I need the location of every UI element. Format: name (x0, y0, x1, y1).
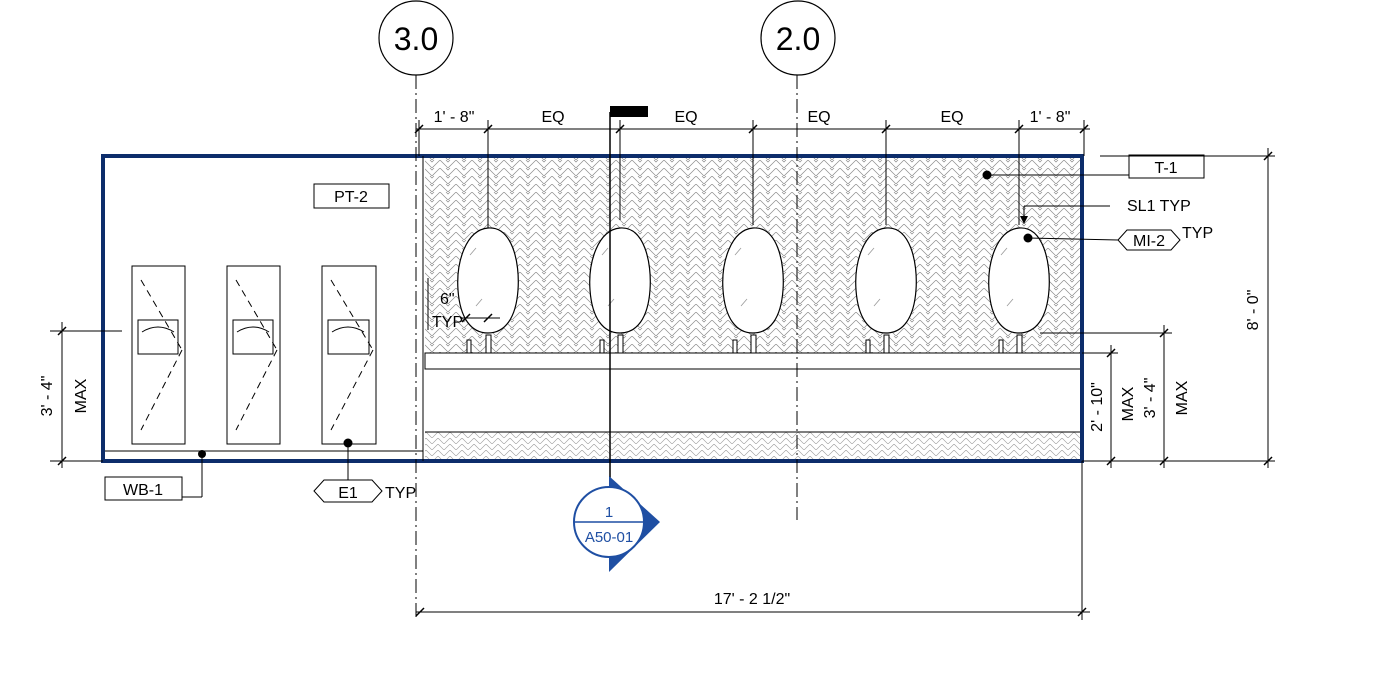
right-dimensions: 8' - 0" 3' - 4" MAX 2' - 10" MAX (1040, 148, 1275, 468)
tag-e: E1 TYP (313, 438, 416, 503)
tag-t: T-1 (982, 154, 1205, 180)
left-dim-value: 3' - 4" (39, 376, 56, 417)
dim-top-3: EQ (674, 109, 697, 126)
left-dim-note: MAX (73, 378, 90, 413)
tag-sl: SL1 TYP (1020, 198, 1191, 224)
tag-mi-note: TYP (1182, 225, 1213, 242)
tag-e-label: E1 (338, 485, 358, 502)
tag-wb: WB-1 (104, 450, 206, 501)
tag-t-label: T-1 (1154, 160, 1177, 177)
faucet-group (466, 334, 1023, 354)
dispenser-3 (321, 265, 377, 445)
dim-top-5: EQ (940, 109, 963, 126)
section-number: 1 (605, 504, 613, 521)
dispenser-2 (226, 265, 281, 445)
mirror-3 (722, 227, 784, 334)
top-dimension-string: 1' - 8" EQ EQ EQ EQ 1' - 8" (414, 109, 1090, 238)
mirror-group (457, 227, 1050, 334)
wall-outline (101, 154, 1084, 463)
right-dim-mirror: 3' - 4" (1142, 378, 1159, 419)
mirror-1 (457, 227, 519, 334)
mirror-4 (855, 227, 917, 334)
tag-e-note: TYP (385, 485, 416, 502)
tag-wb-label: WB-1 (123, 482, 163, 499)
right-dim-overall: 8' - 0" (1245, 290, 1262, 331)
gap-dim-note: TYP (432, 314, 463, 331)
dim-top-4: EQ (807, 109, 830, 126)
right-dim-mirror-note: MAX (1174, 380, 1191, 415)
tag-sl-label: SL1 TYP (1127, 198, 1191, 215)
tag-mi-label: MI-2 (1133, 233, 1165, 250)
grid-label-2: 2.0 (776, 21, 820, 57)
dim-top-1: 1' - 8" (434, 109, 475, 126)
grid-bubble-3: 3.0 (378, 0, 454, 76)
accessory-group (131, 265, 377, 445)
counter-front-hatch (425, 432, 1081, 460)
mirror-2 (589, 227, 651, 334)
tag-mi: MI-2 TYP (1023, 225, 1213, 251)
bottom-dim-value: 17' - 2 1/2" (714, 591, 790, 608)
left-dimension: 3' - 4" MAX (39, 322, 122, 468)
section-cut (609, 106, 648, 500)
gap-dim-value: 6" (440, 291, 455, 308)
dispenser-1 (131, 265, 186, 445)
gap-dimension: 6" TYP (427, 278, 500, 331)
tag-pt-label: PT-2 (334, 189, 368, 206)
grid-label-3: 3.0 (394, 21, 438, 57)
mirror-5 (988, 227, 1050, 334)
bottom-dimension: 17' - 2 1/2" (415, 461, 1090, 620)
section-sheet: A50-01 (585, 529, 633, 546)
counter-top (424, 352, 1082, 370)
dim-top-2: EQ (541, 109, 564, 126)
right-dim-counter-note: MAX (1120, 386, 1137, 421)
right-dim-counter: 2' - 10" (1089, 382, 1106, 432)
tag-pt: PT-2 (313, 183, 390, 209)
section-marker: 1 A50-01 (573, 476, 660, 572)
dim-top-6: 1' - 8" (1030, 109, 1071, 126)
grid-bubble-2: 2.0 (760, 0, 836, 76)
